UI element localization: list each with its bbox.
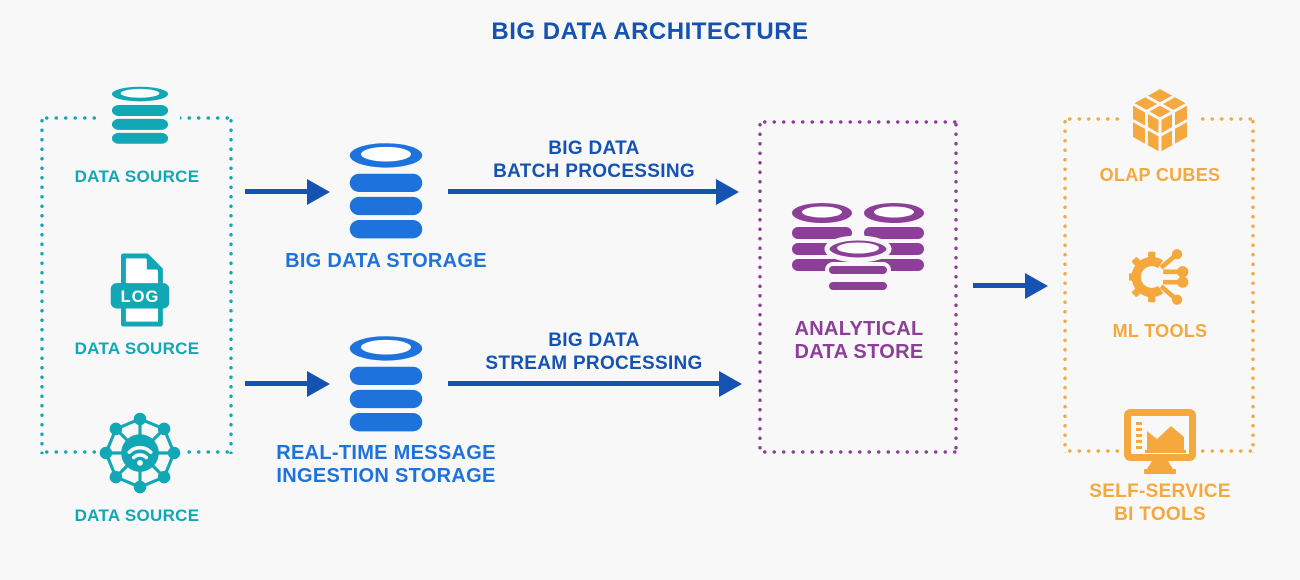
database-icon (100, 84, 180, 148)
analytical-box-border-bottom (760, 450, 958, 454)
analytical-label-line1: ANALYTICAL (794, 318, 924, 340)
realtime-ingestion-storage-label: REAL-TIME MESSAGE INGESTION STORAGE (251, 442, 521, 488)
bi-monitor-icon (1122, 406, 1198, 480)
data-source-label-2: DATA SOURCE (74, 339, 200, 358)
analytical-label-line2: DATA STORE (794, 341, 924, 363)
bi-label-line2: BI TOOLS (1114, 504, 1206, 525)
batch-label-line1: BIG DATA (548, 138, 640, 159)
big-data-storage-label: BIG DATA STORAGE (285, 250, 487, 272)
big-data-storage-icon (346, 141, 426, 243)
analytical-box-border-left (758, 120, 762, 454)
arrowhead (719, 370, 742, 397)
arrow-source-to-stream-storage (245, 370, 330, 397)
analytical-box-border-right (954, 120, 958, 454)
log-file-icon: LOG (105, 252, 175, 328)
arrowhead (307, 370, 330, 397)
stream-processing-label: BIG DATA STREAM PROCESSING (448, 329, 740, 375)
stream-label-line2: STREAM PROCESSING (485, 353, 703, 374)
analytical-data-store-icon (788, 200, 928, 300)
realtime-ingestion-storage-icon (346, 334, 426, 436)
stream-label-line1: BIG DATA (548, 330, 640, 351)
data-source-label-1: DATA SOURCE (74, 167, 200, 186)
ml-gear-icon (1124, 244, 1196, 310)
batch-processing-label: BIG DATA BATCH PROCESSING (448, 137, 740, 183)
realtime-label-line1: REAL-TIME MESSAGE (276, 442, 496, 464)
outputs-box-border-left (1063, 117, 1067, 453)
self-service-bi-tools-label: SELF-SERVICE BI TOOLS (1065, 480, 1255, 526)
realtime-label-line2: INGESTION STORAGE (276, 465, 496, 487)
outputs-box-border-right (1251, 117, 1255, 453)
arrow-store-to-outputs (973, 272, 1048, 299)
diagram-title: BIG DATA ARCHITECTURE (491, 18, 809, 45)
olap-cube-icon (1120, 86, 1200, 154)
data-sources-box-border-right (229, 116, 233, 454)
batch-label-line2: BATCH PROCESSING (493, 161, 695, 182)
chart-glyph (1147, 426, 1184, 450)
iot-network-icon (96, 408, 184, 498)
analytical-data-store-label: ANALYTICAL DATA STORE (760, 318, 958, 364)
olap-cubes-label: OLAP CUBES (1099, 165, 1221, 185)
arrowhead (1025, 272, 1048, 299)
data-source-label-3: DATA SOURCE (74, 506, 200, 525)
bi-label-line1: SELF-SERVICE (1089, 481, 1231, 502)
wifi-glyph (127, 445, 153, 460)
arrowhead (307, 178, 330, 205)
log-icon-text: LOG (121, 287, 160, 306)
ml-tools-label: ML TOOLS (1112, 321, 1208, 341)
data-sources-box-border-left (40, 116, 44, 454)
arrow-source-to-batch-storage (245, 178, 330, 205)
arrow-stream-processing (448, 370, 742, 397)
analytical-box-border-top (760, 120, 958, 124)
arrow-batch-processing (448, 178, 739, 205)
arrowhead (716, 178, 739, 205)
